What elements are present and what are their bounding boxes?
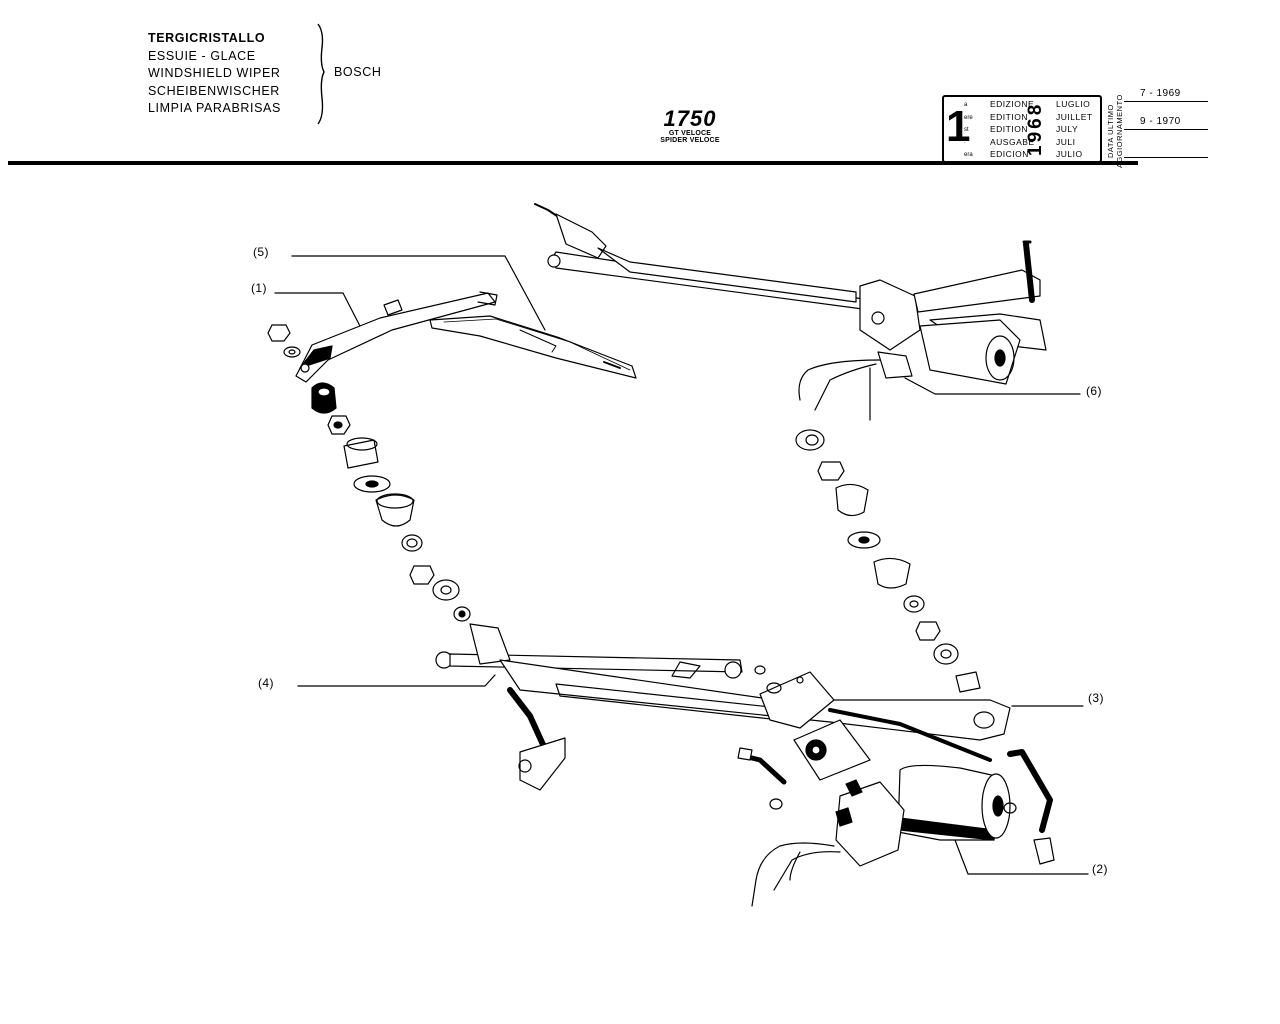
- edition-suffix: a: [964, 102, 968, 108]
- edition-suffix: ere: [964, 115, 973, 121]
- callout-2: (2): [1092, 862, 1108, 876]
- edition-label: EDIZIONE: [990, 99, 1035, 109]
- wiper-blade: [429, 315, 637, 379]
- callout-4: (4): [258, 676, 274, 690]
- wiper-motor: [751, 749, 1055, 907]
- callout-3: (3): [1088, 691, 1104, 705]
- edition-box: [942, 95, 1102, 163]
- left-mount-hardware: [267, 324, 471, 622]
- edition-month: JUILLET: [1056, 112, 1093, 122]
- edition-month: JULIO: [1056, 149, 1083, 159]
- update-date-line: [1124, 129, 1208, 130]
- update-date-1: 7 - 1969: [1140, 88, 1181, 99]
- leader-lines: [274, 255, 1089, 875]
- edition-month: LUGLIO: [1056, 99, 1091, 109]
- update-date-line: [1124, 157, 1208, 158]
- model-number: 1750: [663, 106, 717, 131]
- edition-suffix: .: [964, 139, 966, 145]
- linkage-assembly-upper: [534, 203, 1047, 421]
- title-french: ESSUIE - GLACE: [148, 48, 256, 63]
- edition-suffix: era: [964, 152, 973, 158]
- edition-month: JULI: [1056, 137, 1076, 147]
- title-english: WINDSHIELD WIPER: [148, 66, 281, 80]
- callout-6: (6): [1086, 384, 1102, 398]
- model-block: 1750 GT VELOCE SPIDER VELOCE: [640, 106, 740, 145]
- update-date-2: 9 - 1970: [1140, 116, 1181, 127]
- edition-label: EDICION: [990, 149, 1029, 159]
- callout-1: (1): [251, 281, 267, 295]
- callout-5: (5): [253, 245, 269, 259]
- edition-suffix: st: [964, 127, 969, 133]
- header-rule: [8, 161, 1138, 165]
- edition-label: AUSGABE: [990, 137, 1035, 147]
- wiper-arm: [295, 291, 498, 383]
- manufacturer-label: BOSCH: [334, 65, 382, 79]
- wiper-frame: [499, 659, 1011, 810]
- edition-label: EDITION: [990, 112, 1028, 122]
- title-german: SCHEIBENWISCHER: [148, 83, 280, 98]
- update-date-line: [1124, 101, 1208, 102]
- title-brace: [317, 23, 325, 125]
- edition-month: JULY: [1056, 124, 1079, 134]
- multilingual-title: TERGICRISTALLO ESSUIE - GLACE WINDSHIELD…: [148, 30, 281, 118]
- right-mount-hardware: [795, 429, 981, 693]
- title-spanish: LIMPIA PARABRISAS: [148, 101, 281, 115]
- edition-number: 1: [946, 102, 971, 151]
- title-italian: TERGICRISTALLO: [148, 31, 266, 45]
- model-variant-spider: SPIDER VELOCE: [660, 137, 720, 144]
- model-variant-gt: GT VELOCE: [668, 130, 712, 137]
- edition-label: EDITION: [990, 124, 1028, 134]
